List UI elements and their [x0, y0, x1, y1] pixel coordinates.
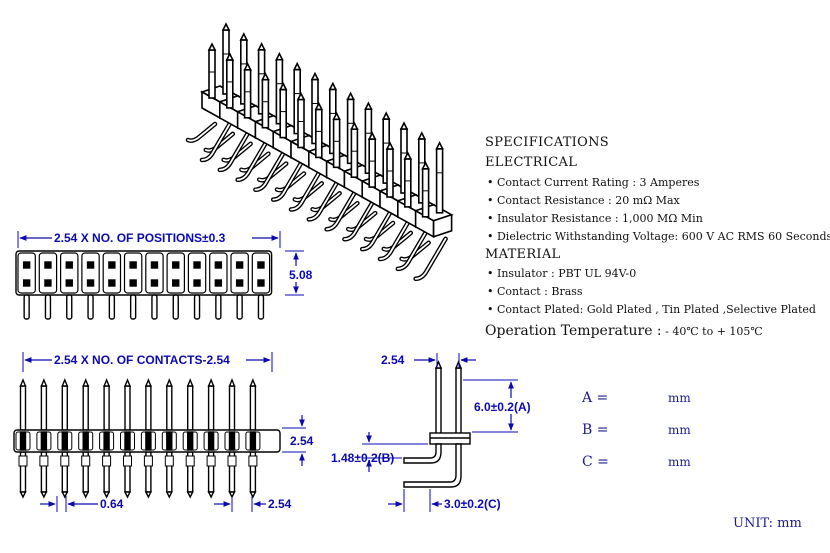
top-view-cell: [209, 252, 228, 294]
top-view-cell: [81, 252, 100, 294]
spec-insulator: • Insulator : PBT UL 94V-0: [487, 267, 637, 280]
side-c-dimension: 3.0±0.2(C): [388, 489, 501, 512]
var-b-unit: mm: [668, 423, 691, 437]
front-height-label: 2.54: [290, 434, 314, 448]
operation-temperature: Operation Temperature : - 40℃ to + 105℃: [485, 320, 763, 339]
var-a-label: A =: [582, 390, 609, 406]
pitch-label: 2.54: [268, 497, 292, 511]
side-pitch-dimension: 2.54: [381, 353, 476, 368]
top-view-cell: [59, 252, 79, 294]
var-c-label: C =: [582, 454, 609, 470]
top-view: [15, 250, 273, 320]
spec-insulator-resistance: • Insulator Resistance : 1,000 MΩ Min: [487, 212, 703, 225]
front-width-label: 2.54 X NO. OF CONTACTS-2.54: [54, 353, 230, 367]
var-c-unit: mm: [668, 455, 691, 469]
specifications-heading: SPECIFICATIONS: [485, 135, 609, 150]
isometric-connector-view: [185, 22, 454, 282]
top-view-cell: [230, 252, 249, 294]
side-a-dimension: 6.0±0.2(A): [463, 379, 531, 433]
spec-contact: • Contact : Brass: [487, 285, 583, 298]
top-view-cell: [251, 252, 271, 294]
top-view-cell: [145, 252, 164, 294]
top-view-height-dimension: 5.08: [285, 250, 313, 296]
pin-width-label: 0.64: [100, 497, 124, 511]
top-view-cell: [17, 252, 36, 294]
material-heading: MATERIAL: [485, 247, 561, 262]
side-b-dimension: 1.48±0.2(B): [331, 432, 428, 472]
spec-dielectric-voltage: • Dielectric Withstanding Voltage: 600 V…: [487, 230, 830, 243]
spec-current-rating: • Contact Current Rating : 3 Amperes: [487, 176, 700, 189]
pitch-dimension: 2.54: [214, 496, 292, 512]
pin-width-dimension: 0.64: [40, 496, 124, 512]
front-view-height-dimension: 2.54: [282, 415, 314, 466]
top-view-cell: [102, 252, 122, 294]
top-view-cell: [123, 252, 143, 294]
spec-contact-resistance: • Contact Resistance : 20 mΩ Max: [487, 194, 680, 207]
spec-contact-plated: • Contact Plated: Gold Plated , Tin Plat…: [487, 303, 816, 316]
top-width-label: 2.54 X NO. OF POSITIONS±0.3: [54, 231, 226, 245]
unit-label: UNIT: mm: [733, 516, 802, 531]
side-b-label: 1.48±0.2(B): [331, 451, 394, 465]
side-pitch-label: 2.54: [381, 353, 405, 367]
operation-temperature-value: - 40℃ to + 105℃: [661, 325, 763, 338]
var-b-label: B =: [582, 422, 609, 438]
top-view-width-dimension: 2.54 X NO. OF POSITIONS±0.3: [17, 231, 281, 248]
electrical-heading: ELECTRICAL: [485, 155, 578, 170]
operation-temperature-label: Operation Temperature :: [485, 323, 662, 339]
top-view-cell: [38, 252, 58, 294]
top-view-cell: [166, 252, 186, 294]
front-view: [13, 378, 281, 499]
side-view: [403, 360, 471, 488]
front-view-width-dimension: 2.54 X NO. OF CONTACTS-2.54: [22, 352, 273, 372]
side-a-label: 6.0±0.2(A): [474, 400, 531, 414]
top-height-label: 5.08: [289, 268, 313, 282]
top-view-cell: [187, 252, 207, 294]
side-c-label: 3.0±0.2(C): [444, 497, 501, 511]
var-a-unit: mm: [668, 391, 691, 405]
